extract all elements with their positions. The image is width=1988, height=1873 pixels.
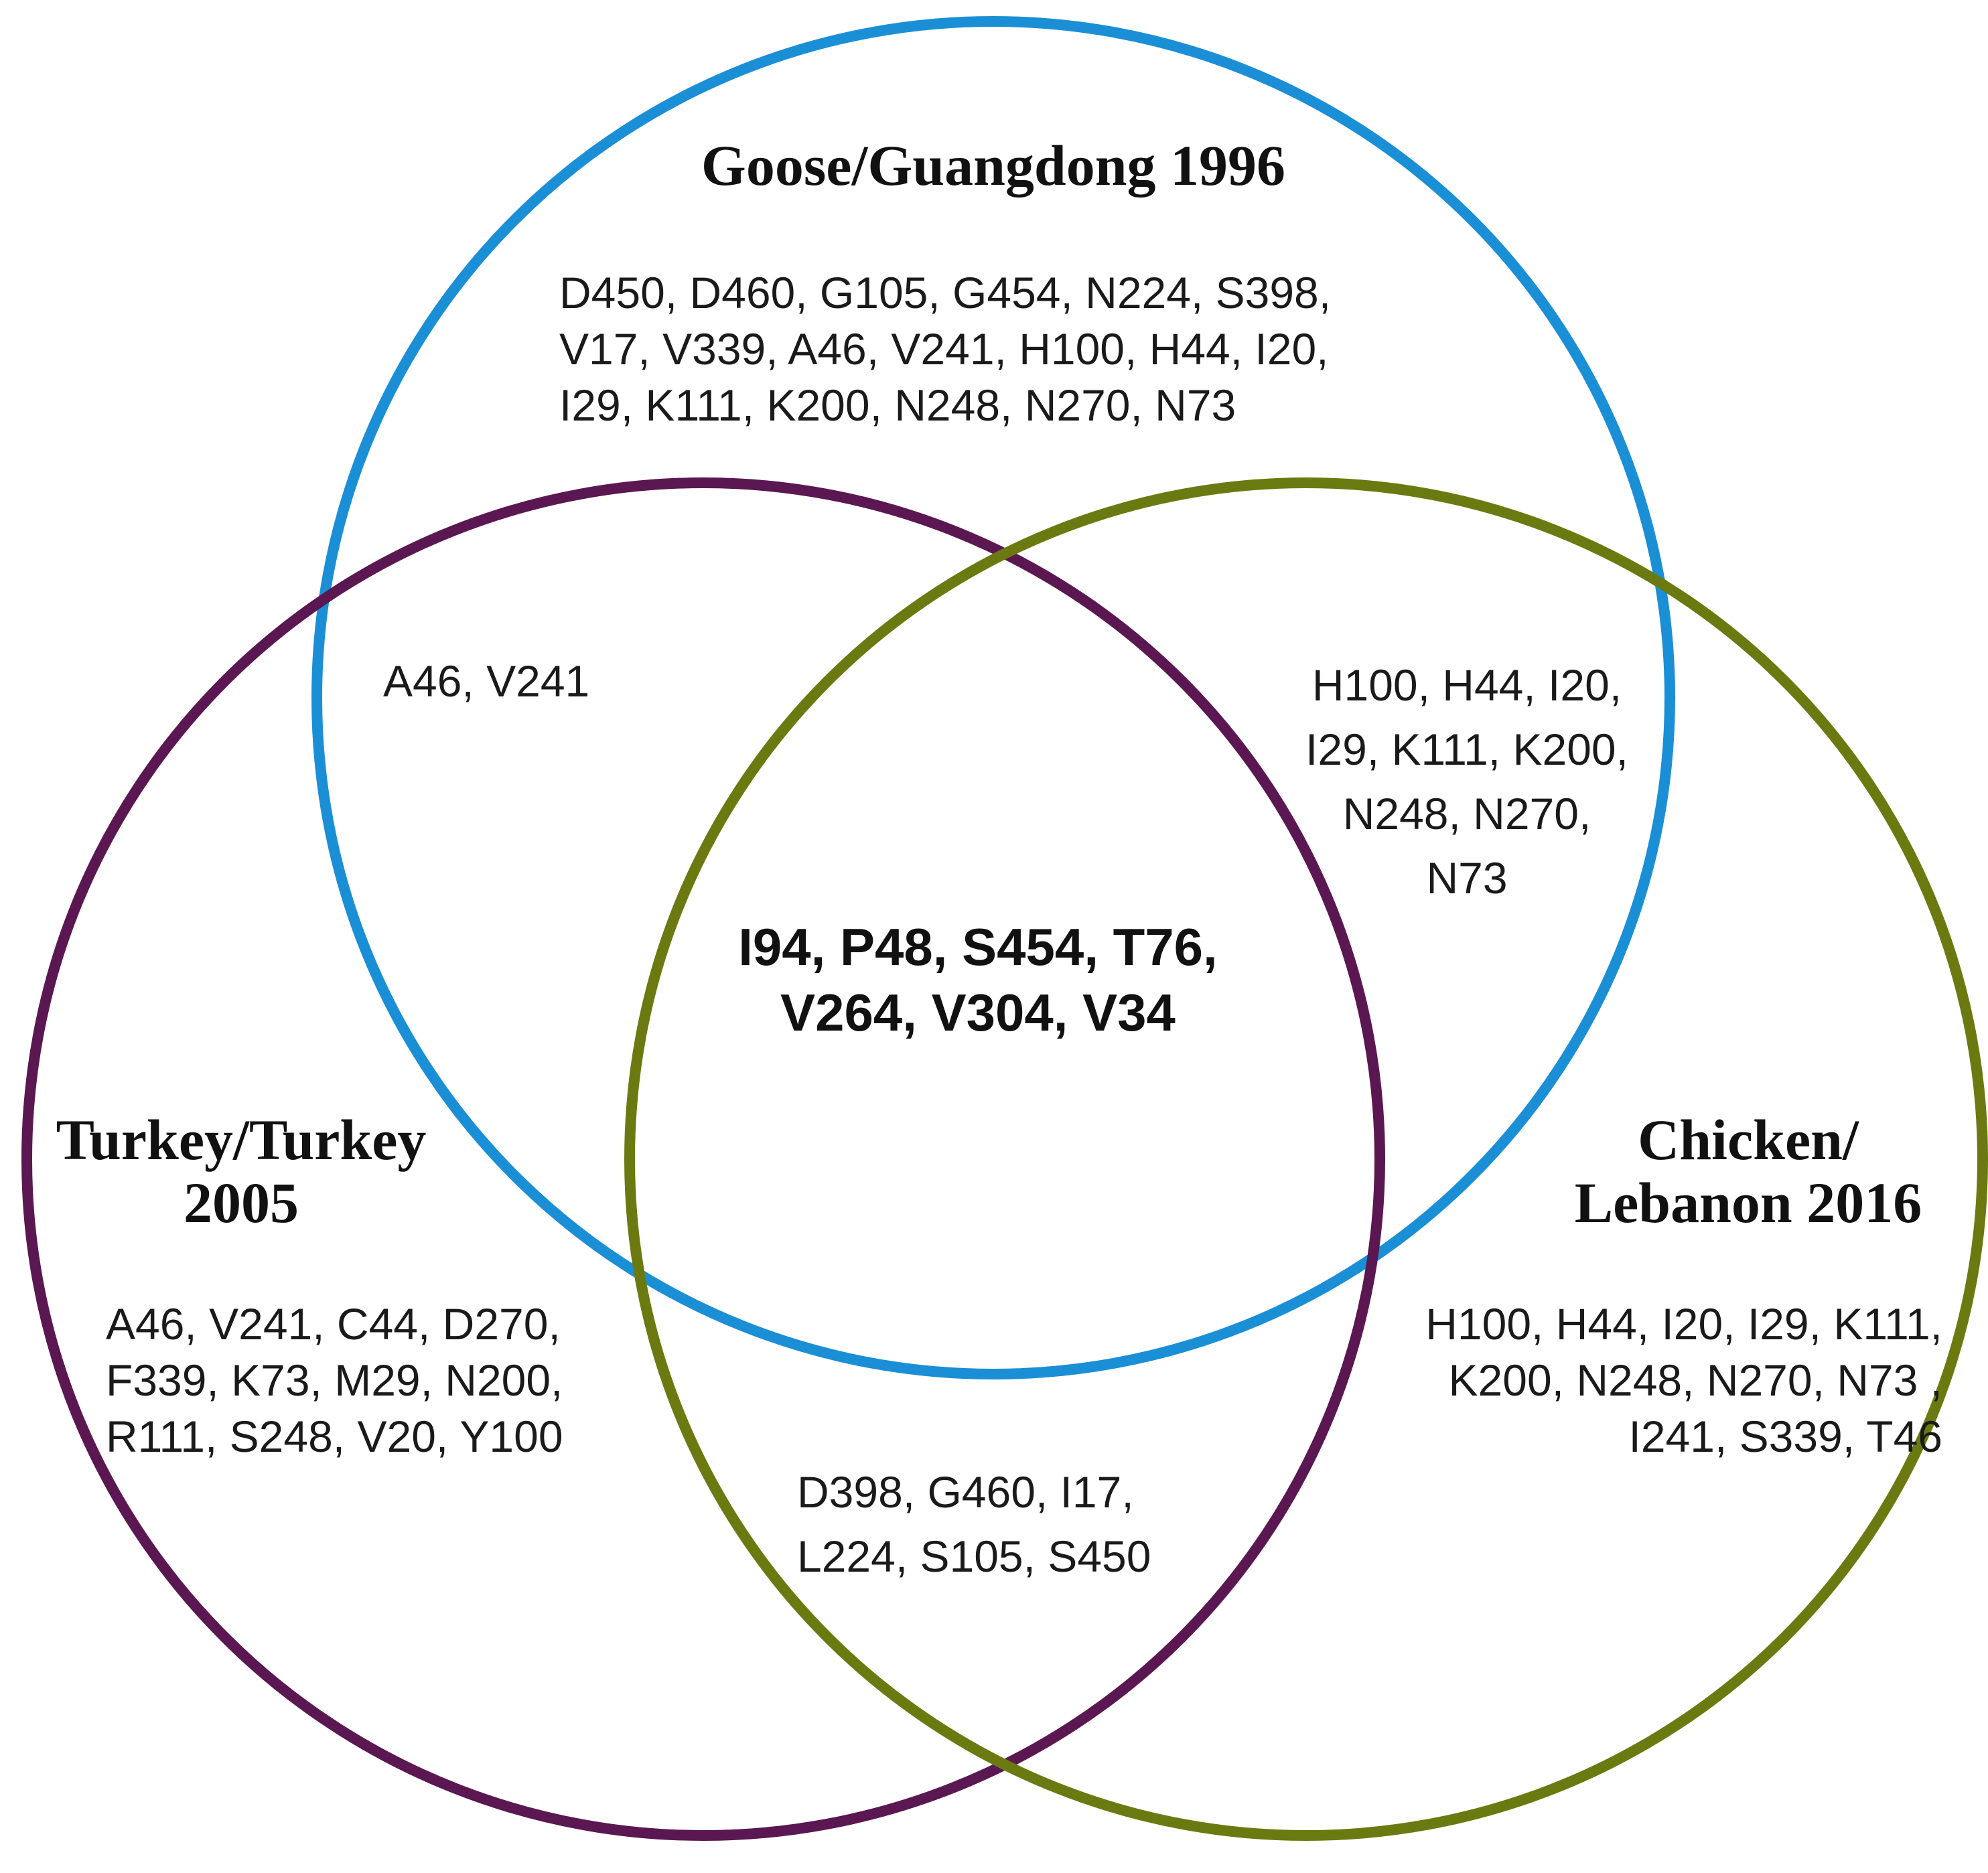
goose-chicken-region: H100, H44, I20, I29, K111, K200, N248, N… [1259,653,1675,910]
mutation-list-line: F339, K73, M29, N200, [106,1355,563,1405]
mutation-list-line: V264, V304, V34 [780,983,1176,1042]
mutation-list-line: A46, V241, C44, D270, [106,1299,561,1349]
mutation-list-line: N73 [1426,853,1508,903]
chicken-title-line-2: Lebanon 2016 [1574,1171,1922,1235]
mutation-list-line: I29, K111, K200, [1305,725,1628,774]
turkey-turkey-circle [21,477,1385,1841]
mutation-list-line: R111, S248, V20, Y100 [106,1412,563,1461]
mutation-list-line: V17, V339, A46, V241, H100, H44, I20, [559,324,1329,374]
mutation-list-line: D450, D460, G105, G454, N224, S398, [559,268,1332,317]
turkey-chicken-region: D398, G460, I17, L224, S105, S450 [797,1460,1151,1588]
chicken-only-region: H100, H44, I20, I29, K111, K200, N248, N… [1387,1296,1942,1465]
mutation-list-line: I94, P48, S454, T76, [738,917,1218,976]
chicken-title-line-1: Chicken/ [1638,1108,1859,1172]
goose-only-region: D450, D460, G105, G454, N224, S398, V17,… [559,265,1331,433]
mutation-list-line: I29, K111, K200, N248, N270, N73 [559,380,1236,430]
turkey-title-line-1: Turkey/Turkey [56,1108,427,1172]
turkey-title-line-2: 2005 [184,1171,299,1235]
goose-guangdong-title: Goose/Guangdong 1996 [701,133,1286,198]
goose-guangdong-circle [311,16,1675,1379]
chicken-lebanon-circle [624,477,1988,1841]
mutation-list-line: H100, H44, I20, [1311,660,1622,710]
turkey-only-region: A46, V241, C44, D270, F339, K73, M29, N2… [106,1296,563,1465]
all-three-region: I94, P48, S454, T76, V264, V304, V34 [703,914,1253,1045]
mutation-list-line: N248, N270, [1342,789,1591,838]
mutation-list-line: K200, N248, N270, N73 , [1448,1355,1942,1405]
mutation-list-line: H100, H44, I20, I29, K111, [1425,1299,1942,1349]
turkey-turkey-title: Turkey/Turkey 2005 [40,1108,442,1234]
mutation-list-line: A46, V241 [383,656,590,706]
mutation-list-line: L224, S105, S450 [797,1531,1151,1581]
mutation-list-line: I241, S339, T46 [1628,1412,1942,1461]
goose-turkey-region: A46, V241 [383,653,589,709]
mutation-list-line: D398, G460, I17, [797,1467,1134,1517]
chicken-lebanon-title: Chicken/ Lebanon 2016 [1547,1108,1949,1234]
